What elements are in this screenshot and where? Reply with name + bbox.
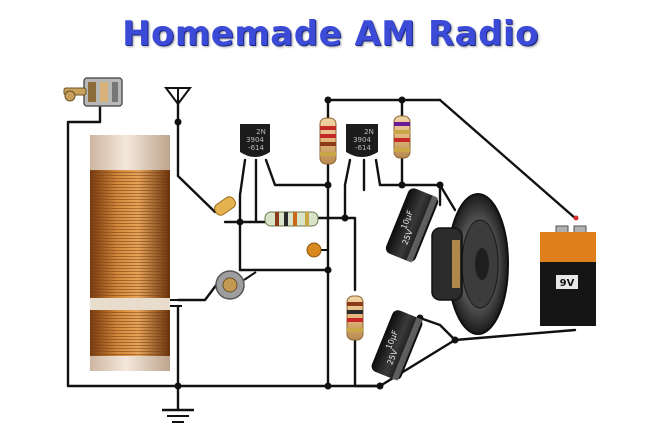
transistor-1-marking-1: 2N xyxy=(256,128,266,136)
collector-resistor-1 xyxy=(319,117,337,165)
base-resistor xyxy=(264,211,319,227)
transistor-1-marking-2: 3904 xyxy=(246,136,264,144)
transistor-2-marking-3: -614 xyxy=(355,144,371,152)
transistor-2-marking-1: 2N xyxy=(364,128,374,136)
speaker-icon xyxy=(431,193,509,335)
antenna-icon xyxy=(164,87,192,106)
wires xyxy=(66,98,577,388)
tuning-capacitor-icon xyxy=(63,77,123,107)
detector-diode xyxy=(214,196,236,216)
transistor-2: 2N 3904 -614 xyxy=(346,124,378,157)
page-title: Homemade AM Radio xyxy=(122,14,539,54)
battery-label: 9V xyxy=(560,278,575,289)
electrolytic-capacitor-2: 10µF 25V xyxy=(371,310,423,381)
ground-icon xyxy=(162,386,194,423)
electrolytic-capacitor-1: 10µF 25V xyxy=(385,188,439,263)
collector-resistor-2 xyxy=(393,115,411,159)
transistor-1-marking-3: -614 xyxy=(248,144,264,152)
transistor-1: 2N 3904 -614 xyxy=(240,124,270,157)
ceramic-capacitor xyxy=(306,242,328,258)
antenna-coil xyxy=(89,135,182,371)
junctions xyxy=(174,96,459,390)
transistor-2-marking-2: 3904 xyxy=(353,136,371,144)
potentiometer-icon xyxy=(215,270,257,300)
emitter-resistor xyxy=(346,295,364,341)
battery-icon: 9V xyxy=(540,215,596,326)
